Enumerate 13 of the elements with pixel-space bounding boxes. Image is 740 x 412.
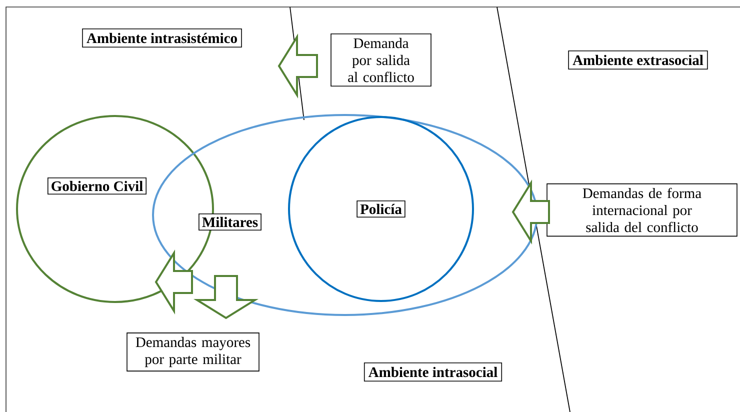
text-box: Demanda por salida al conflicto xyxy=(330,34,432,86)
label-box: Militares xyxy=(198,214,262,230)
label-box: Gobierno Civil xyxy=(48,178,147,194)
block-arrow xyxy=(154,249,193,314)
text-box: Ambiente extrasocial xyxy=(568,50,708,70)
text-box: Ambiente intrasocial xyxy=(364,362,502,382)
label-box: Policía xyxy=(356,200,406,218)
block-arrow xyxy=(278,33,318,98)
text-box: Demandas de forma internacional por salida del conflicto xyxy=(546,183,738,237)
text-box: Ambiente intrasistémico xyxy=(82,28,242,48)
text-box: Demandas mayores por parte militar xyxy=(126,332,260,372)
block-arrow xyxy=(512,179,550,244)
block-arrow xyxy=(194,275,259,320)
